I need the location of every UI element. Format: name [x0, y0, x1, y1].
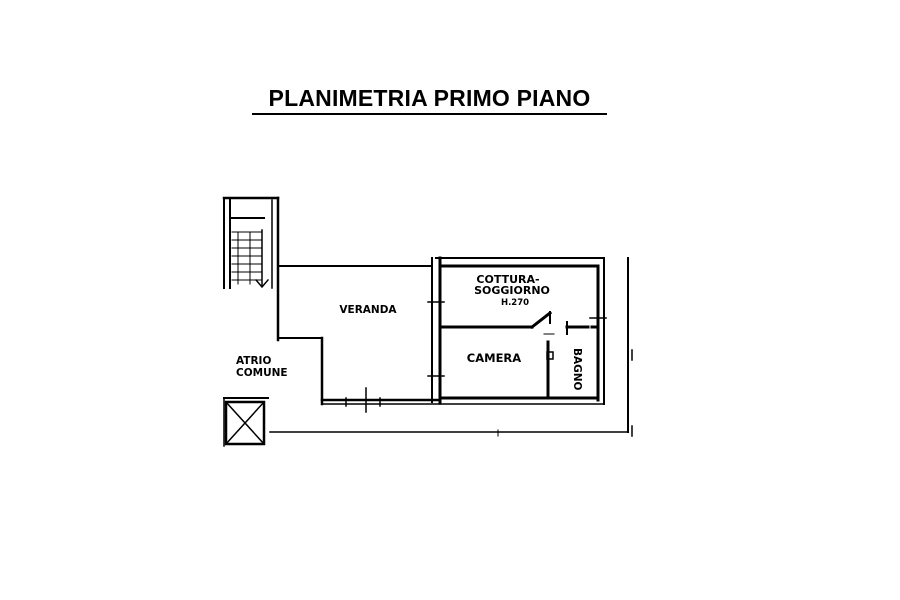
label-soggiorno: SOGGIORNO [474, 284, 550, 297]
label-camera: CAMERA [467, 351, 521, 365]
veranda-walls [277, 265, 442, 413]
label-comune: COMUNE [236, 367, 288, 379]
building-lines [269, 257, 633, 437]
elevator-shaft [223, 397, 269, 447]
apartment-walls [427, 256, 607, 405]
label-bagno: BAGNO [571, 348, 583, 391]
label-cottura: COTTURA- [476, 273, 539, 286]
label-height: H.270 [501, 298, 529, 308]
label-veranda: VERANDA [339, 304, 397, 316]
label-atrio: ATRIO [236, 355, 271, 367]
plan-walls [222, 196, 633, 447]
interior-partitions [438, 310, 600, 400]
page-title: PLANIMETRIA PRIMO PIANO [252, 84, 607, 115]
staircase [222, 196, 280, 342]
